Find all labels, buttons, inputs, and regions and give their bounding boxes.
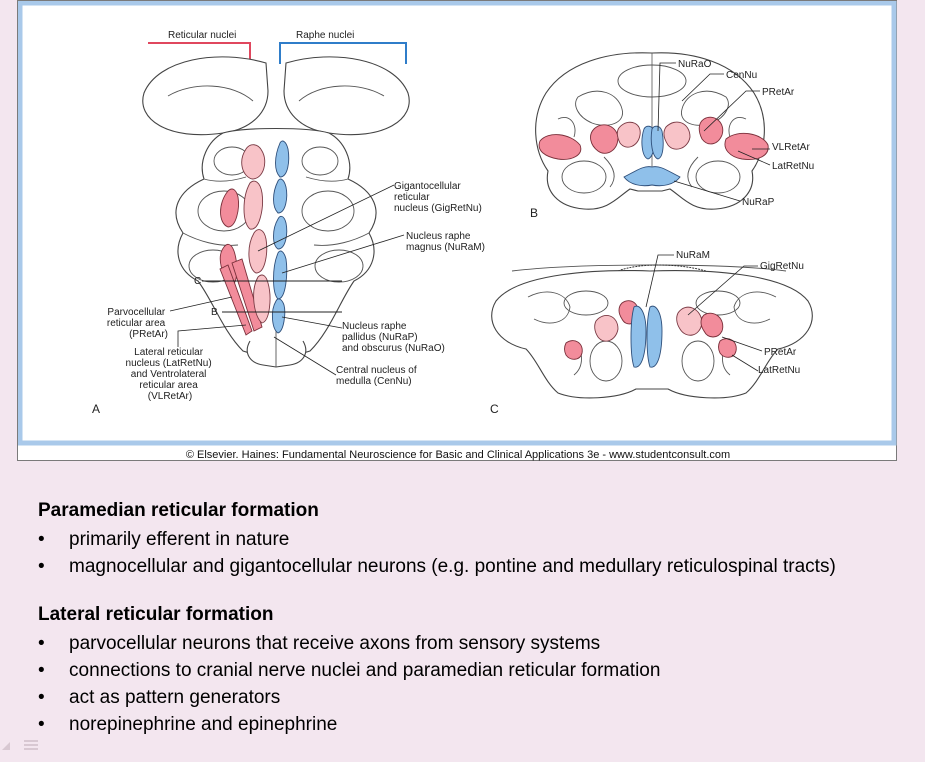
section-c-label: C xyxy=(194,276,201,287)
c-raphe-magnus-right xyxy=(646,305,663,368)
list-item: primarily efferent in nature xyxy=(38,526,923,553)
brainstem-figure: Reticular nuclei Raphe nuclei xyxy=(18,1,897,461)
paramedian-list: primarily efferent in nature magnocellul… xyxy=(38,526,923,580)
slide-nav-icon[interactable] xyxy=(0,734,44,752)
c-latretnu-left xyxy=(564,340,583,360)
raphe-nuclei-header: Raphe nuclei xyxy=(296,30,354,41)
notes-section: Paramedian reticular formation primarily… xyxy=(38,500,923,762)
c-gigretnu-label: GigRetNu xyxy=(760,261,804,272)
raphe-dorsalis xyxy=(273,178,288,214)
list-item: magnocellular and gigantocellular neuron… xyxy=(38,553,923,580)
c-pretar-label: PRetAr xyxy=(764,347,797,358)
c-pretar-right xyxy=(700,312,724,338)
panel-a-diagram: Reticular nuclei Raphe nuclei xyxy=(92,30,485,416)
b-raphe-obscurus-right xyxy=(650,125,664,160)
paramedian-heading: Paramedian reticular formation xyxy=(38,500,319,521)
raphe-pallidus xyxy=(271,298,286,334)
figure-border xyxy=(18,1,897,446)
spinal-cord-stub xyxy=(246,340,307,368)
reticular-area-mid xyxy=(243,180,263,230)
panel-b-diagram: NuRaO CenNu PRetAr VLRetAr LatRetNu NuRa… xyxy=(530,52,814,220)
panel-a-letter: A xyxy=(92,402,100,416)
b-latretnu-label: LatRetNu xyxy=(772,161,814,172)
left-thalamus xyxy=(142,56,269,136)
list-item: norepinephrine and epinephrine xyxy=(38,711,923,738)
gigantocellular-label: Gigantocellular reticular nucleus (GigRe… xyxy=(394,181,482,214)
c-raphe-magnus-left xyxy=(630,305,647,368)
b-vlretar-label: VLRetAr xyxy=(772,142,810,153)
list-item: act as pattern generators xyxy=(38,684,923,711)
c-pretar-left xyxy=(594,315,619,342)
b-vlretar-right xyxy=(724,132,769,160)
b-raphe-pallidus xyxy=(623,166,681,187)
reticular-nuclei-header: Reticular nuclei xyxy=(168,30,236,41)
parvocellular-label: Parvocellular reticular area (PRetAr) xyxy=(107,307,168,340)
section-b-label: B xyxy=(211,307,218,318)
c-nuram-label: NuRaM xyxy=(676,250,710,261)
reticular-area-lower xyxy=(253,274,271,324)
raphe-magnus-label: Nucleus raphe magnus (NuRaM) xyxy=(406,231,485,253)
parvocellular-stripe xyxy=(231,258,263,332)
raphe-pontis xyxy=(273,215,288,250)
b-nurap-label: NuRaP xyxy=(742,197,775,208)
figure-frame: Reticular nuclei Raphe nuclei xyxy=(17,0,897,461)
right-thalamus xyxy=(283,56,410,136)
c-latretnu-label: LatRetNu xyxy=(758,365,800,376)
b-cennu-label: CenNu xyxy=(726,70,757,81)
gigantocellular-area xyxy=(248,229,268,274)
b-vlretar-left xyxy=(538,134,582,160)
c-gigretnu-right xyxy=(676,306,703,336)
raphe-magnus xyxy=(273,250,288,300)
reticular-header-bar xyxy=(148,42,251,64)
figure-credit: © Elsevier. Haines: Fundamental Neurosci… xyxy=(186,449,730,461)
b-pretar-left xyxy=(616,121,641,148)
panel-c-letter: C xyxy=(490,402,499,416)
b-reticular-left-mid xyxy=(590,124,619,154)
panel-c-diagram: NuRaM GigRetNu PRetAr LatRetNu C xyxy=(490,250,813,416)
list-item: parvocellular neurons that receive axons… xyxy=(38,630,923,657)
b-reticular-right-mid xyxy=(698,116,724,145)
raphe-upper xyxy=(275,140,290,178)
lateral-reticular-stripe xyxy=(219,264,253,336)
panel-b-letter: B xyxy=(530,206,538,220)
lateral-heading: Lateral reticular formation xyxy=(38,604,274,625)
lateral-list: parvocellular neurons that receive axons… xyxy=(38,630,923,738)
b-nurao-label: NuRaO xyxy=(678,59,712,70)
b-pretar-label: PRetAr xyxy=(762,87,795,98)
raphe-header-bar xyxy=(279,42,407,64)
lateral-reticular-label: Lateral reticular nucleus (LatRetNu) and… xyxy=(126,347,215,402)
list-item: connections to cranial nerve nuclei and … xyxy=(38,657,923,684)
b-pretar-right xyxy=(663,121,691,150)
reticular-area-upper xyxy=(241,144,266,180)
central-nucleus-label: Central nucleus of medulla (CenNu) xyxy=(336,365,419,387)
raphe-pallidus-label: Nucleus raphe pallidus (NuRaP) and obscu… xyxy=(342,321,445,354)
reticular-area-mid-left xyxy=(220,188,239,228)
